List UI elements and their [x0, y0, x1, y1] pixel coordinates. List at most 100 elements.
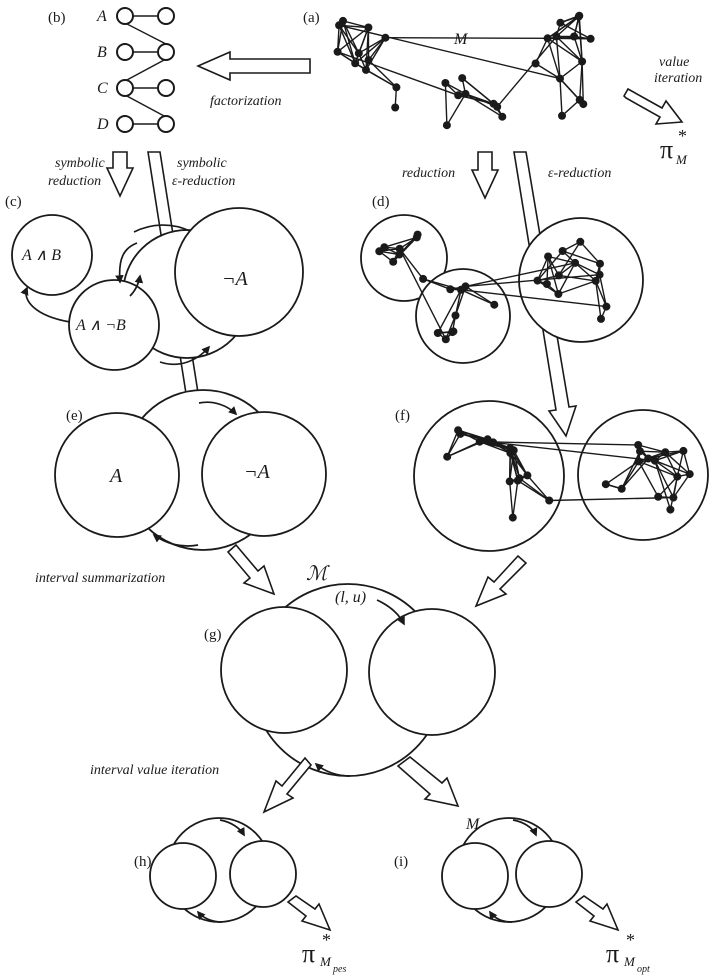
panel-label-d: (d): [372, 194, 390, 210]
var-node: [116, 115, 134, 133]
state-node: [679, 446, 688, 455]
state-transition: [547, 255, 576, 264]
symbolic-reduction-label-2: reduction: [48, 174, 101, 189]
block-circle: [149, 842, 217, 910]
state-node: [505, 477, 514, 486]
symbolic-reduction-arrow: [105, 151, 135, 198]
block-circle: [220, 606, 348, 734]
state-node: [419, 274, 428, 283]
state-transition: [339, 24, 369, 29]
state-transition: [598, 274, 608, 307]
state-node: [375, 247, 384, 256]
state-transition: [446, 93, 467, 126]
state-node: [552, 32, 561, 41]
symbolic-eps-label-2: ε-reduction: [172, 174, 235, 189]
state-node: [441, 79, 450, 87]
state-transition: [654, 460, 672, 510]
state-node: [685, 470, 694, 479]
state-transition: [512, 480, 519, 518]
var-node: [157, 43, 175, 61]
state-transition: [460, 289, 495, 306]
symbolic-reduction-label-1: symbolic: [55, 156, 106, 171]
state-node: [493, 102, 502, 111]
state-node: [413, 230, 422, 239]
state-node: [601, 480, 610, 489]
state-transition: [385, 37, 548, 39]
var-node: [116, 79, 134, 97]
state-node: [586, 34, 595, 43]
state-node: [634, 457, 643, 466]
var-node: [157, 115, 175, 133]
block-a: A: [108, 465, 123, 487]
transition-arrow: [512, 819, 538, 837]
state-transition: [669, 476, 678, 510]
state-node: [395, 244, 404, 253]
state-transition: [368, 37, 386, 61]
block-circle: [515, 840, 583, 908]
reduced-mdp-graph-f: [443, 426, 694, 522]
state-transition: [639, 450, 666, 453]
state-node: [531, 59, 540, 68]
value-iteration-label-1: value: [659, 55, 689, 70]
opt-policy-arrow: [574, 895, 620, 932]
state-node: [458, 74, 467, 83]
factorization-label: factorization: [210, 94, 282, 109]
reduction-label: reduction: [402, 166, 455, 181]
state-transition: [558, 280, 596, 295]
transition-arrow: [20, 286, 71, 323]
state-transition: [682, 450, 691, 475]
state-transition: [654, 460, 675, 498]
state-node: [595, 270, 604, 279]
state-transition: [509, 481, 514, 518]
state-node: [542, 280, 551, 288]
state-transition: [358, 37, 386, 54]
state-node: [571, 258, 580, 267]
state-transition: [465, 93, 503, 118]
state-transition: [444, 82, 448, 126]
state-transition: [437, 289, 462, 334]
value-iteration-arrow: [623, 87, 684, 125]
reduced-mdp-graph-d: [375, 230, 611, 344]
panel-label-f: (f): [395, 408, 410, 424]
state-node: [364, 23, 373, 32]
state-node: [475, 437, 484, 446]
value-iteration-label-2: iteration: [654, 71, 702, 86]
state-node: [454, 426, 463, 435]
state-node: [515, 474, 524, 483]
state-node: [457, 285, 465, 294]
state-transition: [342, 20, 369, 29]
var-node: [157, 79, 175, 97]
state-transition: [595, 280, 608, 307]
state-transition: [547, 256, 560, 295]
block-a-and-not-b: A ∧ ¬B: [75, 317, 126, 334]
block-circle: [201, 411, 327, 537]
state-transition: [513, 449, 529, 476]
var-node: [157, 7, 175, 25]
interval-value-iteration-left-arrow: [262, 756, 313, 814]
state-transition: [549, 496, 674, 502]
state-transition: [664, 451, 691, 475]
state-node: [533, 276, 542, 285]
transition-arrow: [115, 242, 138, 284]
state-node: [545, 496, 554, 505]
state-node: [617, 484, 626, 493]
optimistic-mdp: [441, 817, 583, 923]
transition-arrow: [489, 910, 513, 923]
transition-arrow: [152, 533, 199, 547]
bounded-parameter-mdp: (l, u): [220, 583, 496, 777]
state-node: [650, 456, 659, 465]
var-node: [116, 43, 134, 61]
var-c-label: C: [97, 80, 108, 97]
state-node: [602, 302, 611, 311]
state-transition: [446, 429, 459, 457]
state-node: [543, 34, 552, 43]
state-node: [441, 335, 450, 344]
state-node: [575, 95, 584, 104]
state-transition: [338, 24, 360, 54]
state-transition: [337, 51, 459, 96]
state-transition: [664, 451, 678, 477]
state-transition: [526, 474, 550, 501]
block-circle: [11, 214, 93, 296]
state-transition: [676, 450, 685, 477]
